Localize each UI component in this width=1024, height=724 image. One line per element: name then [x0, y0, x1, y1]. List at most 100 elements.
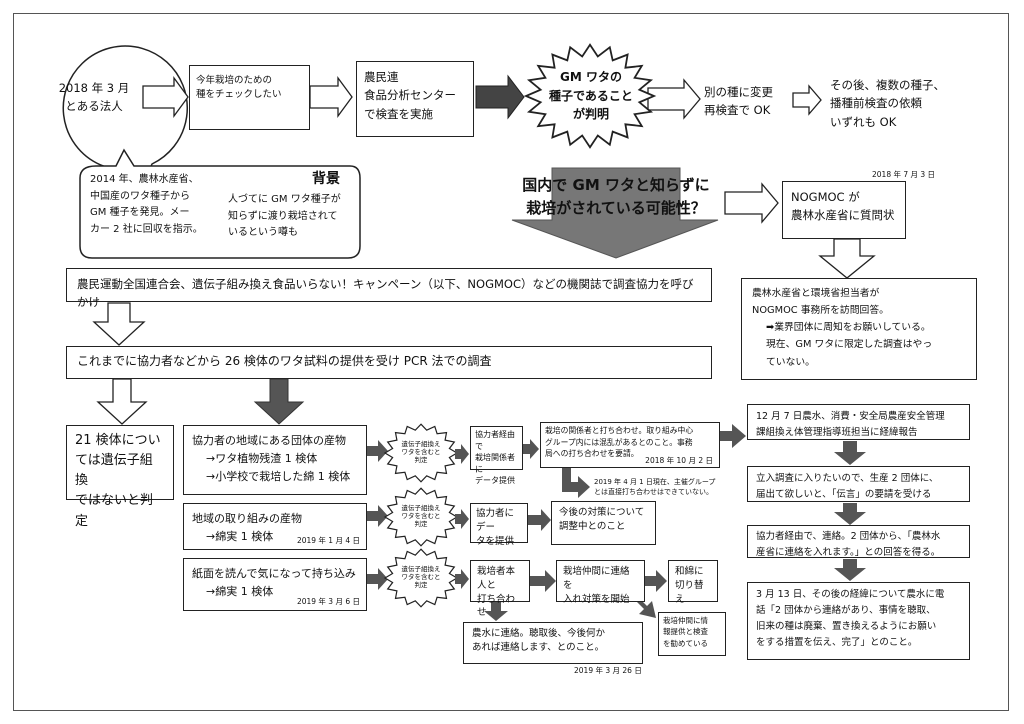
local-group-box: 協力者の地域にある団体の産物 →ワタ植物残渣 1 検体 →小学校で栽培した綿 1…: [183, 425, 367, 495]
inspection-request-box: 立入調査に入りたいので、生産 2 団体に、 届出て欲しいと、「伝言」の要請を受け…: [747, 466, 970, 502]
gm-cotton-burst: [523, 43, 657, 149]
hollow-arrow: [792, 84, 822, 116]
stakeholders-line: グループ内には混乱があるとのこと。事務: [545, 437, 693, 447]
check-seed-box: 今年栽培のための 種をチェックしたい: [189, 65, 310, 130]
possibility-line: 国内で GM ワタと知らずに: [522, 176, 710, 194]
solid-arrow: [475, 74, 525, 120]
background-title: 背景: [312, 171, 340, 187]
reply-line: 産省に連絡を入れます。」との回答を得る。: [756, 546, 941, 558]
via-cooperator-box: 協力者経由で 栽培関係者に データ提供: [470, 426, 523, 485]
nogmoc-line: NOGMOC が: [791, 190, 860, 204]
followup-line: 播種前検査の依頼: [830, 96, 922, 111]
possibility-line: 栽培がされている可能性？: [526, 199, 706, 218]
burst-label-line: ワタを含むと: [401, 448, 441, 457]
burst-line: GM ワタの: [560, 70, 622, 84]
non-gm-box: 21 検体につい ては遺伝子組換 ではないと判定: [66, 425, 174, 529]
big-down-arrow: [511, 167, 719, 259]
origin-entity: とある法人: [65, 99, 123, 114]
solid-arrow: [367, 505, 388, 527]
via-line: 協力者経由で: [475, 430, 515, 451]
solid-arrow: [455, 509, 469, 529]
note-2019-04: 2019 年 4 月 1 日現在、主催グループ とは直接打ち合わせはできていない…: [594, 478, 715, 498]
brought-in-line: 紙面を読んで気になって持ち込み: [192, 567, 356, 580]
ministry-answer-box: 農林水産省と環境省担当者が NOGMOC 事務所を訪問回答。 ➡業界団体に周知を…: [741, 278, 977, 380]
ministry-line: ➡業界団体に周知をお願いしている。: [766, 322, 931, 334]
followup-line: いずれも OK: [830, 114, 897, 129]
campaign-box: 農民運動全国連合会、遺伝子組み換え食品いらない！キャンペーン（以下、NOGMOC…: [66, 268, 712, 309]
regional-line: 地域の取り組みの産物: [192, 512, 302, 525]
solid-arrow: [455, 444, 469, 464]
hollow-down-arrow: [92, 302, 146, 346]
regional-box: 地域の取り組みの産物 →綿実 1 検体 2019 年 1 月 4 日: [183, 503, 367, 550]
brought-in-box: 紙面を読んで気になって持ち込み →綿実 1 検体 2019 年 3 月 6 日: [183, 558, 367, 611]
provide-line: タを提供: [476, 535, 515, 547]
solid-down-arrow: [253, 378, 305, 425]
burst-small: [383, 548, 459, 608]
solid-arrow: [720, 424, 746, 448]
stakeholders-date: 2018 年 10 月 2 日: [645, 455, 713, 465]
burst-label-line: 遺伝子組換え: [401, 440, 441, 448]
mar13-line: 3 月 13 日、その後の経緯について農水に電: [756, 589, 945, 600]
groups-reply-box: 協力者経由で、連絡。2 団体から、「農林水 産省に連絡を入れます。」との回答を得…: [747, 525, 970, 558]
hollow-arrow: [724, 182, 779, 224]
burst-line: が判明: [572, 107, 609, 122]
note-line: とは直接打ち合わせはできていない。: [594, 487, 713, 496]
ministry-line: ていない。: [766, 356, 815, 368]
replace-cotton-box: 和綿に 切り替え: [668, 560, 718, 605]
note-line: 2019 年 4 月 1 日現在、主催グループ: [594, 478, 716, 486]
lab-test-line: 食品分析センター: [364, 88, 456, 103]
advice-line: 栽培仲間に情: [663, 616, 708, 625]
solid-arrow: [645, 570, 667, 592]
peers-line: 入れ対策を開始: [563, 593, 630, 605]
origin-speech-bubble: [62, 45, 188, 197]
local-group-line: →小学校で栽培した綿 1 検体: [206, 470, 351, 484]
ministry-contact-box: 農水に連絡。聴取後、今後何か あれば連絡します、とのこと。: [463, 622, 643, 664]
nogmoc-line: 農林水産省に質問状: [791, 208, 895, 223]
advice-line: を勧めている: [663, 638, 708, 648]
followup-text: その後、複数の種子、 播種前検査の依頼 いずれも OK: [830, 76, 945, 131]
burst-label-line: 判定: [414, 581, 428, 590]
pcr-box: これまでに協力者などから 26 検体のワタ試料の提供を受け PCR 法での調査: [66, 346, 712, 379]
burst-label-line: 遺伝子組換え: [401, 565, 441, 573]
maff-line: 農水に連絡。聴取後、今後何か: [472, 628, 606, 639]
future-line: 調整中とのこと: [559, 520, 626, 532]
check-seed-line: 今年栽培のための: [196, 75, 273, 86]
stakeholders-line: 局への打ち合わせを要請。: [545, 449, 639, 459]
non-gm-line: ては遺伝子組換: [75, 453, 153, 489]
provide-data-box: 協力者にデー タを提供: [470, 503, 528, 547]
lab-test-line: 農民連: [364, 70, 399, 84]
lab-test-line: で検査を実施: [364, 106, 433, 121]
inspect-line: 届出て欲しいと、「伝言」の要請を受ける: [756, 489, 932, 501]
local-group-line: →ワタ植物残渣 1 検体: [206, 452, 318, 466]
background-line: GM 種子を発見。メー: [90, 207, 190, 218]
followup-line: その後、複数の種子、: [830, 78, 945, 92]
peer-advice-box: 栽培仲間に情 報提供と検査 を勧めている: [658, 612, 726, 656]
burst-label-line: 遺伝子組換え: [401, 504, 441, 512]
origin-text: 2018 年 3 月 とある法人: [52, 79, 136, 116]
meet-grower-box: 栽培者本人と 打ち合わせ: [470, 560, 530, 618]
via-line: 栽培関係者に: [475, 453, 515, 474]
burst-label-line: ワタを含むと: [401, 573, 441, 582]
contact-peers-box: 栽培仲間に連絡を 入れ対策を開始: [556, 560, 645, 605]
solid-arrow: [527, 509, 551, 531]
dec7-line: 課組換え体管理指導班担当に経緯報告: [756, 427, 918, 439]
provide-line: 協力者にデー: [476, 508, 515, 533]
grower-line: 打ち合わせ: [477, 593, 516, 619]
burst-label-line: 判定: [414, 456, 428, 465]
stakeholders-line: 栽培の関係者と打ち合わせ。取り組み中心: [545, 426, 694, 435]
burst-label-line: 判定: [414, 520, 428, 529]
solid-arrow: [367, 568, 388, 590]
solid-down-arrow: [484, 600, 508, 621]
reply-line: 協力者経由で、連絡。2 団体から、「農林水: [756, 531, 941, 542]
background-line: 知らずに渡り栽培されて: [228, 210, 338, 222]
contact-stakeholders-box: 栽培の関係者と打ち合わせ。取り組み中心 グループ内には混乱があるとのこと。事務 …: [540, 422, 720, 468]
nogmoc-date: 2018 年 7 月 3 日: [872, 170, 936, 179]
nogmoc-question-box: NOGMOC が 農林水産省に質問状: [782, 181, 906, 239]
background-speech-bubble: [79, 148, 361, 259]
solid-down-arrow: [834, 441, 866, 465]
peers-line: 栽培仲間に連絡を: [563, 566, 630, 591]
maff-date: 2019 年 3 月 26 日: [574, 666, 642, 675]
bent-arrow: [562, 465, 590, 498]
hollow-arrow: [142, 76, 189, 118]
